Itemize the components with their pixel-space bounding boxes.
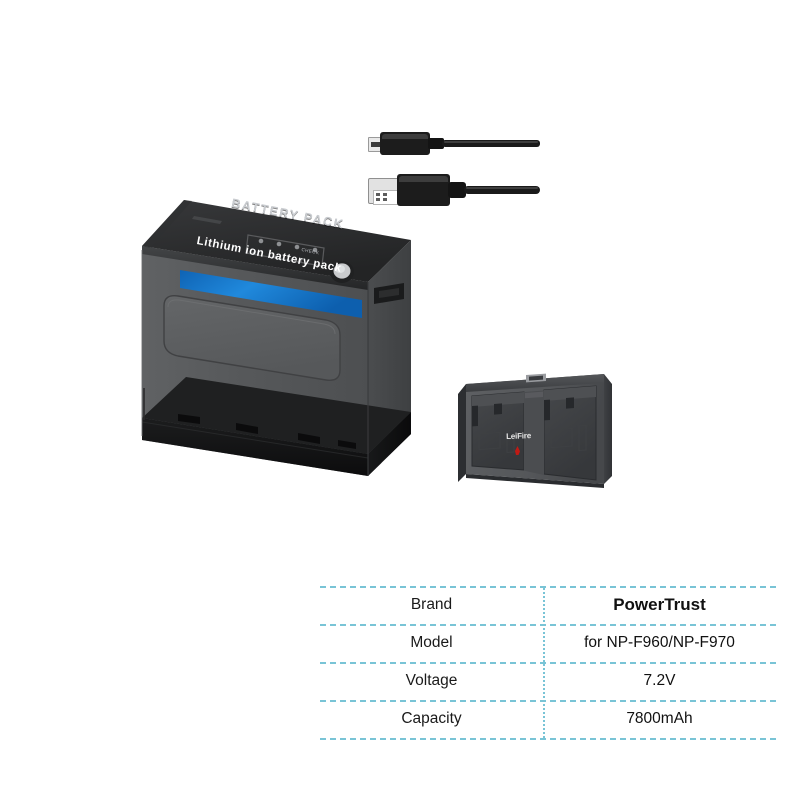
- battery-pack-illustration: [141, 200, 411, 476]
- charger-center-divider-highlight: [525, 391, 543, 399]
- spec-label-brand: Brand: [410, 596, 453, 613]
- battery-side-latch-inner: [379, 288, 399, 298]
- battery-top-left-bevel: [142, 200, 192, 248]
- micro-usb-wire: [442, 140, 540, 147]
- table-row: Capacity 7800mAh: [320, 700, 776, 738]
- dual-battery-charger: [452, 362, 617, 507]
- usb-a-pin: [376, 198, 380, 201]
- charger-slot-right-terminal: [566, 397, 574, 409]
- charger-slot-left-panel: [478, 431, 501, 451]
- battery-led-mark: [252, 251, 256, 255]
- charger-slot-left-clip: [472, 405, 478, 427]
- table-row: Brand PowerTrust: [320, 586, 776, 624]
- micro-usb-contact-slot: [371, 142, 381, 147]
- usb-a-connector-tip: [368, 178, 400, 205]
- table-row: Voltage 7.2V: [320, 662, 776, 700]
- charger-illustration: [458, 373, 612, 488]
- battery-contact-notch: [236, 423, 258, 434]
- usb-a-pin: [376, 193, 380, 196]
- charger-brand-logo: LeiFire: [506, 431, 532, 441]
- charger-center-divider: [524, 390, 544, 475]
- battery-contact-notch: [178, 414, 200, 424]
- table-divider-line: [320, 586, 776, 588]
- table-column-divider: [543, 588, 545, 738]
- usb-a-wire: [464, 186, 540, 194]
- battery-base-rail: [141, 421, 369, 459]
- charger-slot-right-clip: [544, 399, 550, 421]
- battery-base-top: [142, 377, 411, 454]
- charger-right-face: [604, 374, 612, 484]
- micro-usb-cable: [368, 126, 540, 162]
- battery-led-dot: [312, 247, 318, 253]
- charger-top-rail: [466, 374, 604, 392]
- table-divider-line: [320, 624, 776, 626]
- battery-contact-notch: [298, 433, 320, 444]
- specification-table: Brand PowerTrust Model for NP-F960/NP-F9…: [320, 586, 776, 740]
- usb-a-pin: [383, 198, 387, 201]
- charger-slot-left-rail: [472, 392, 524, 407]
- usb-a-cable: [368, 172, 540, 212]
- micro-usb-strain-relief: [428, 138, 444, 149]
- battery-base-front: [142, 418, 368, 476]
- battery-top-notch: [192, 216, 222, 224]
- usb-a-contact-housing: [373, 190, 399, 205]
- charger-slot-right-panel: [550, 427, 573, 449]
- usb-a-strain-relief: [448, 182, 466, 198]
- battery-check-button-gloss: [335, 265, 345, 273]
- spec-label-voltage: Voltage: [405, 672, 458, 689]
- spec-label-model: Model: [410, 634, 453, 651]
- spec-value-capacity: 7800mAh: [626, 710, 693, 727]
- charger-slot-right-rail: [544, 386, 596, 401]
- battery-pack: [130, 178, 415, 528]
- charger-bottom-edge: [466, 474, 604, 488]
- charger-slot-right-strip: [578, 424, 587, 452]
- table-divider-line: [320, 662, 776, 664]
- battery-front-recess: [163, 295, 341, 381]
- battery-led-mark: [274, 255, 278, 259]
- spec-value-brand: PowerTrust: [613, 595, 706, 614]
- micro-usb-shell-highlight: [382, 134, 428, 139]
- table-row: Model for NP-F960/NP-F970: [320, 624, 776, 662]
- charger-top-contact-slot: [529, 375, 543, 381]
- table-divider-line: [320, 738, 776, 740]
- spec-value-model: for NP-F960/NP-F970: [584, 634, 735, 651]
- battery-led-panel: [245, 234, 325, 267]
- battery-front-recess-highlight: [167, 299, 336, 335]
- table-divider-line: [320, 700, 776, 702]
- charger-slot-left-terminal: [494, 403, 502, 415]
- micro-usb-wire-highlight: [444, 141, 538, 143]
- charger-logo-flame-icon: [515, 446, 520, 455]
- battery-top-bevel: [142, 246, 368, 290]
- spec-label-capacity: Capacity: [401, 710, 462, 727]
- spec-value-voltage: 7.2V: [643, 672, 676, 689]
- battery-lithium-strip: [180, 270, 362, 318]
- usb-a-shell-highlight: [399, 176, 448, 182]
- battery-led-dot: [258, 238, 264, 244]
- battery-led-dot: [294, 244, 300, 250]
- battery-contact-notch: [338, 440, 356, 449]
- usb-a-pin: [383, 193, 387, 196]
- charger-slot-left-strip: [506, 429, 515, 454]
- usb-a-wire-highlight: [466, 187, 538, 189]
- charger-left-face: [458, 384, 466, 482]
- battery-led-mark: [298, 259, 302, 263]
- battery-led-dot: [276, 241, 282, 247]
- battery-base-side: [368, 412, 411, 476]
